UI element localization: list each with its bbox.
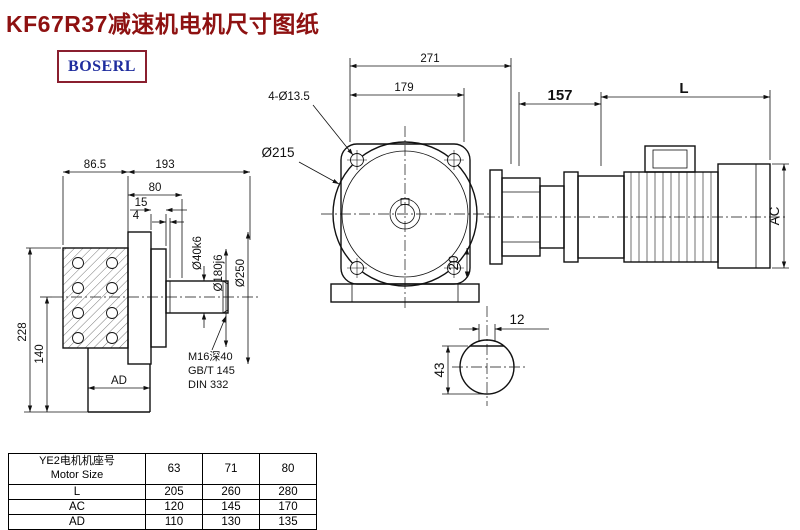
ac-value-71: 145 xyxy=(202,499,260,515)
dim-80-label: 80 xyxy=(149,182,162,194)
page-title: KF67R37减速机电机尺寸图纸 xyxy=(6,11,320,37)
motor-size-label-en: Motor Size xyxy=(50,469,104,481)
dim-4-label: 4 xyxy=(133,210,140,222)
shaft-section-dimensions: 12 43 xyxy=(432,312,549,395)
ac-value-80: 170 xyxy=(259,499,317,515)
size-71-cell: 71 xyxy=(202,453,260,485)
dim-271-label: 271 xyxy=(420,53,439,65)
boserl-logo-text: BOSERL xyxy=(68,57,136,75)
flange-bolt-holes xyxy=(72,257,118,344)
ad-value-80: 135 xyxy=(259,514,317,530)
dim-20-label: 20 xyxy=(446,255,461,270)
dim-43-label: 43 xyxy=(432,362,447,377)
motor-view-dimensions: 157 L AC xyxy=(518,80,789,269)
motor-side-view: 157 L AC xyxy=(484,80,789,269)
dim-l-label: L xyxy=(679,80,688,97)
dim-4xd13-5-label: 4-Ø13.5 xyxy=(268,91,310,103)
dim-193-label: 193 xyxy=(155,159,174,171)
motor-geometry xyxy=(489,145,771,269)
left-view-dimensions: 86.5 193 80 15 4 228 140 AD xyxy=(17,159,251,412)
row-label-ac: AC xyxy=(8,499,146,515)
size-63-cell: 63 xyxy=(145,453,203,485)
left-side-view: 86.5 193 80 15 4 228 140 AD xyxy=(17,159,258,413)
thread-note-din332: DIN 332 xyxy=(188,379,228,391)
ad-value-71: 130 xyxy=(202,514,260,530)
motor-size-header-cell: YE2电机机座号 Motor Size xyxy=(8,453,146,485)
l-value-80: 280 xyxy=(259,484,317,500)
cooling-fins xyxy=(630,172,712,262)
motor-size-table: YE2电机机座号 Motor Size 63 71 80 L 205 260 2… xyxy=(8,453,317,530)
dim-179-label: 179 xyxy=(394,82,413,94)
fan-cover xyxy=(717,163,771,269)
table-header-row: YE2电机机座号 Motor Size 63 71 80 xyxy=(8,453,317,485)
thread-note-m16: M16深40 xyxy=(188,350,233,363)
row-label-ad: AD xyxy=(8,514,146,530)
l-value-71: 260 xyxy=(202,484,260,500)
motor-size-label-cn: YE2电机机座号 xyxy=(39,455,115,468)
size-80-cell: 80 xyxy=(259,453,317,485)
terminal-box xyxy=(644,145,696,173)
shaft-cross-section: 12 43 xyxy=(432,306,549,406)
dim-d250-label: Ø250 xyxy=(235,259,247,287)
dim-12-label: 12 xyxy=(509,312,524,327)
dim-ad-label: AD xyxy=(111,375,127,387)
table-row-l: L 205 260 280 xyxy=(8,484,317,500)
front-view: 271 179 4-Ø13.5 Ø215 20 xyxy=(261,53,512,310)
dim-228-label: 228 xyxy=(17,322,29,341)
dim-140-label: 140 xyxy=(34,344,46,363)
thread-note-gbt145: GB/T 145 xyxy=(188,365,235,377)
base-feet xyxy=(330,283,480,303)
dim-157-label: 157 xyxy=(547,87,572,104)
table-row-ad: AD 110 130 135 xyxy=(8,514,317,530)
ac-value-63: 120 xyxy=(145,499,203,515)
dim-d180j6-label: Ø180j6 xyxy=(213,254,225,291)
output-shaft-geometry xyxy=(127,231,229,365)
dim-15-label: 15 xyxy=(135,197,148,209)
dim-ac-label: AC xyxy=(767,206,782,225)
dim-d215-label: Ø215 xyxy=(261,145,294,160)
dim-d40k6-label: Ø40k6 xyxy=(192,236,204,270)
dim-86-5-label: 86.5 xyxy=(84,159,106,171)
front-view-dimensions: 271 179 4-Ø13.5 Ø215 20 xyxy=(261,53,512,278)
table-row-ac: AC 120 145 170 xyxy=(8,499,317,515)
boserl-logo: BOSERL xyxy=(57,50,147,83)
row-label-l: L xyxy=(8,484,146,500)
ad-value-63: 110 xyxy=(145,514,203,530)
l-value-63: 205 xyxy=(145,484,203,500)
corner-bolt-holes xyxy=(347,150,464,278)
